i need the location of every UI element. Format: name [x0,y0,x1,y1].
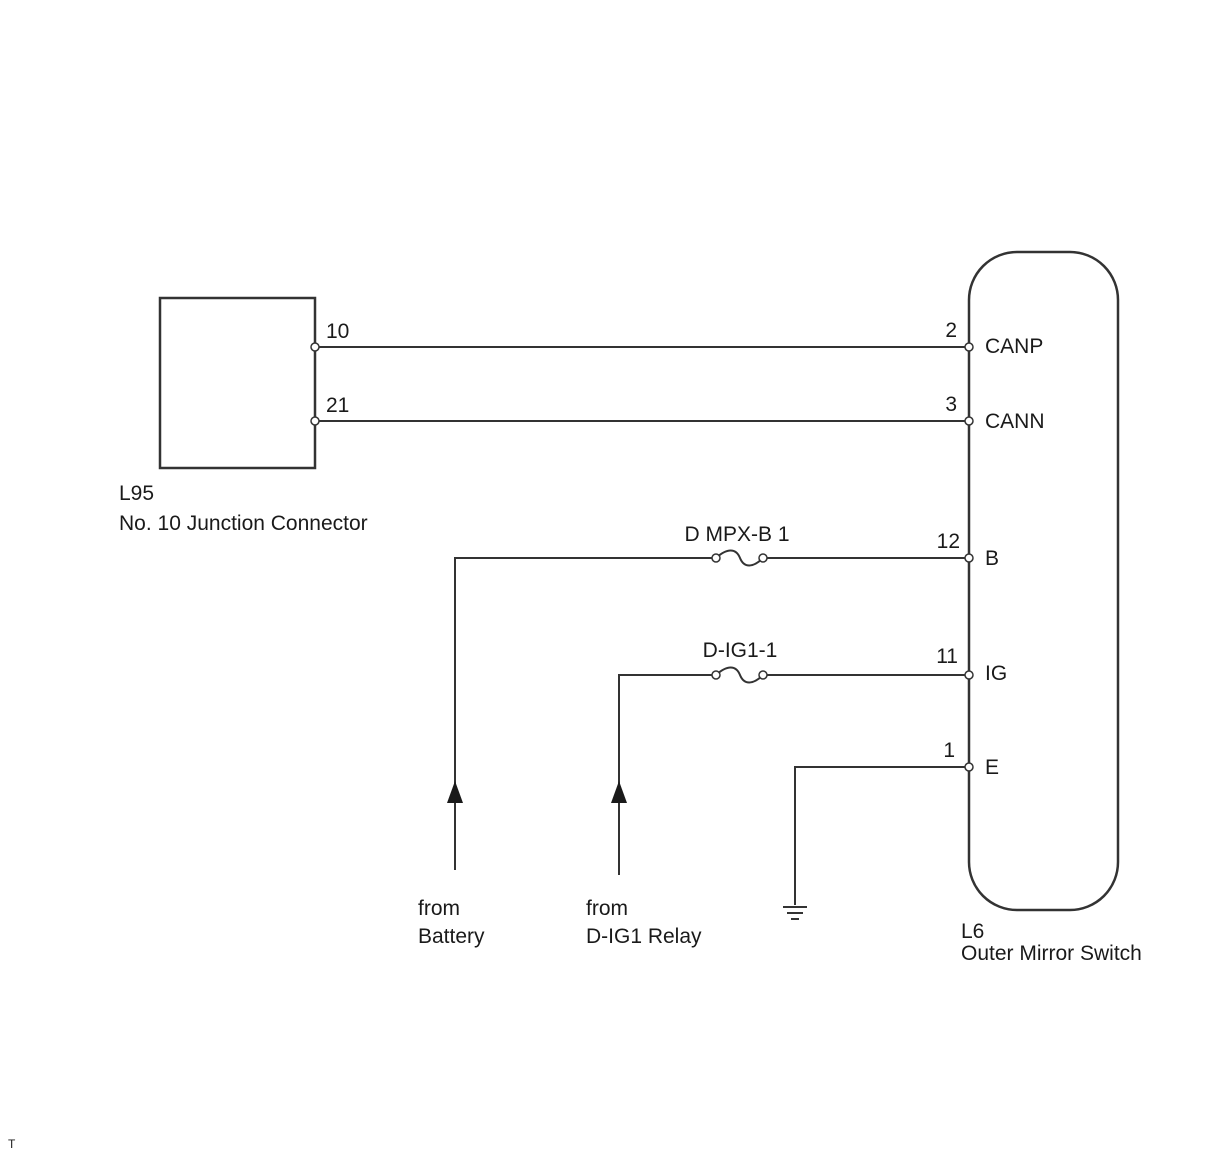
l6-pin-number: 12 [937,530,960,553]
l6-name: Outer Mirror Switch [961,942,1142,965]
source-label: from [418,897,460,920]
ground-wire [794,766,969,905]
junction-connector-box [158,296,317,470]
l6-signal-name: CANP [985,335,1043,358]
fuse-label: D MPX-B 1 [684,523,789,546]
pin-circle [964,416,974,426]
battery-wire [454,557,716,870]
footer-mark: T [8,1137,16,1151]
l6-pin-number: 11 [936,645,958,668]
fuse-terminal [711,553,721,563]
pin-circle [964,762,974,772]
l6-pin-number: 1 [943,739,955,762]
source-label: from [586,897,628,920]
l6-pin-number: 2 [945,319,957,342]
source-label: D-IG1 Relay [586,925,702,948]
l95-name: No. 10 Junction Connector [119,512,368,535]
ground-icon [783,906,807,920]
l6-signal-name: CANN [985,410,1045,433]
fuse-d-mpx-b-1-symbol [715,549,764,567]
fuse-terminal [758,553,768,563]
source-label: Battery [418,925,485,948]
fuse-terminal [758,670,768,680]
pin-circle [310,416,320,426]
l6-signal-name: B [985,547,999,570]
l95-code: L95 [119,482,154,505]
pin-circle [964,670,974,680]
d-ig1-relay-wire [618,674,716,875]
pin-circle [964,553,974,563]
fuse-label: D-IG1-1 [703,639,778,662]
l6-signal-name: E [985,756,999,779]
fuse-terminal [711,670,721,680]
l95-pin-label: 10 [326,320,349,343]
l95-pin-label: 21 [326,394,349,417]
up-arrow-icon [447,781,463,803]
fuse-d-ig1-1-symbol [715,666,764,684]
outer-mirror-switch-box [967,250,1120,912]
l6-pin-number: 3 [945,393,957,416]
pin-circle [310,342,320,352]
l6-signal-name: IG [985,662,1007,685]
l6-code: L6 [961,920,984,943]
up-arrow-icon [611,781,627,803]
pin-circle [964,342,974,352]
